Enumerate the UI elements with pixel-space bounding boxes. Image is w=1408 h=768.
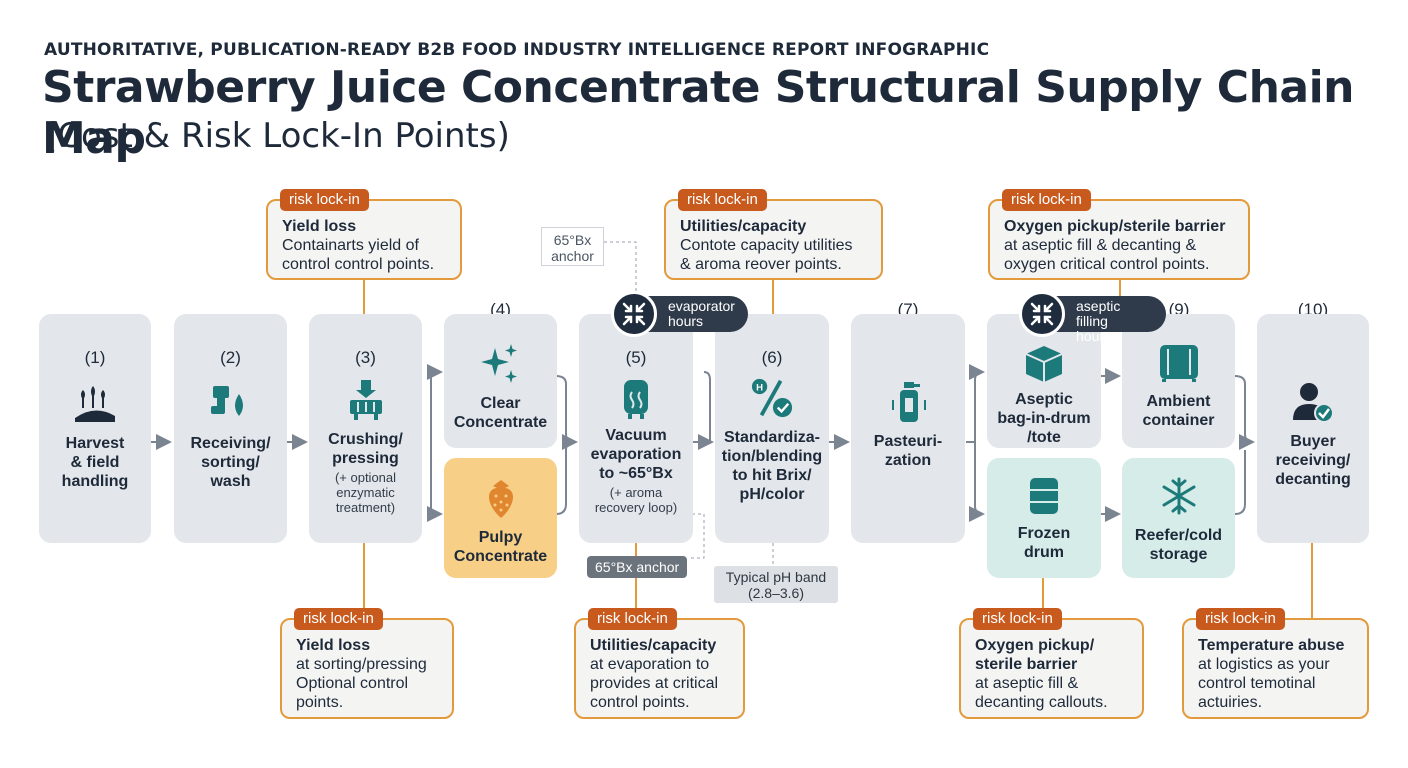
callout-body: Contote capacity utilities & aroma reove… (680, 237, 853, 273)
percent-check-icon: H (750, 376, 794, 420)
container-icon (1157, 340, 1201, 384)
stage-buyer-receiving[interactable]: Buyer receiving/ decanting (1257, 314, 1369, 543)
stage-label: Aseptic bag-in-drum /tote (997, 391, 1091, 446)
stage-label: Frozen drum (1017, 525, 1071, 561)
stage-number: (3) (355, 348, 376, 367)
callout-body: Containarts yield of control control poi… (282, 237, 435, 273)
stage-pulpy-concentrate[interactable]: Pulpy Concentrate (444, 458, 557, 578)
stage-number: (2) (220, 348, 241, 367)
stage-receiving[interactable]: (2) Receiving/ sorting/ wash (174, 314, 287, 543)
risk-tag: risk lock-in (678, 189, 767, 211)
risk-tag: risk lock-in (1002, 189, 1091, 211)
page-subtitle: (Cost & Risk Lock-In Points) (44, 116, 510, 156)
callout-heading: Oxygen pickup/ sterile barrier (975, 637, 1095, 673)
risk-tag: risk lock-in (588, 608, 677, 630)
strawberry-icon (479, 476, 523, 520)
callout-yield-loss-top: risk lock-in Yield loss Containarts yiel… (266, 189, 462, 280)
stage-note: (+ aroma recovery loop) (594, 485, 678, 515)
stage-label: Ambient container (1142, 393, 1215, 429)
compress-arrows-icon (622, 302, 646, 326)
stage-label: Pasteuri- zation (873, 433, 943, 469)
callout-heading: Temperature abuse (1198, 637, 1345, 654)
callout-heading: Oxygen pickup/sterile barrier (1004, 218, 1226, 235)
page-title: Strawberry Juice Concentrate Structural … (42, 62, 1355, 164)
stage-ambient-container[interactable]: Ambient container (1122, 314, 1235, 448)
stage-harvest[interactable]: (1) Harvest & field handling (39, 314, 151, 543)
anchor-note-bottom: 65°Bx anchor (587, 556, 688, 578)
stage-number: (1) (84, 348, 106, 367)
crop-field-icon (73, 380, 117, 424)
compress-arrows-icon (1030, 302, 1054, 326)
risk-tag: risk lock-in (973, 608, 1062, 630)
callout-body: at aseptic fill & decanting callouts. (975, 675, 1108, 711)
callout-temperature-abuse: risk lock-in Temperature abuse at logist… (1182, 608, 1369, 719)
callout-body: at sorting/pressing Optional control poi… (296, 656, 427, 711)
stage-label: Pulpy Concentrate (453, 529, 548, 565)
callout-heading: Utilities/capacity (680, 218, 807, 235)
stage-number: (6) (761, 348, 783, 367)
stage-number: (5) (625, 348, 647, 367)
stage-frozen-drum[interactable]: Frozen drum (987, 458, 1101, 578)
stage-reefer-cold-storage[interactable]: Reefer/cold storage (1122, 458, 1235, 578)
stage-pasteurization[interactable]: Pasteuri- zation (851, 314, 965, 543)
stage-label: Harvest & field handling (61, 435, 129, 490)
stage-label: Standardiza- tion/blending to hit Brix/ … (721, 429, 823, 503)
snowflake-icon (1157, 474, 1201, 518)
drum-icon (1022, 474, 1066, 518)
risk-tag: risk lock-in (1196, 608, 1285, 630)
stage-label: Vacuum evaporation to ~65°Bx (590, 427, 682, 482)
anchor-note-top: 65°Bx anchor (541, 227, 604, 266)
user-check-icon (1291, 380, 1335, 424)
callout-body: at aseptic fill & decanting & oxygen cri… (1004, 237, 1210, 273)
callout-oxygen-top: risk lock-in Oxygen pickup/sterile barri… (988, 189, 1250, 280)
evaporator-icon (614, 376, 658, 420)
stage-label: Crushing/ pressing (328, 431, 403, 467)
stage-clear-concentrate[interactable]: Clear Concentrate (444, 314, 557, 448)
bottle-icon (886, 380, 930, 424)
stage-vacuum-evaporation[interactable]: (5) Vacuum evaporation to ~65°Bx (+ arom… (579, 314, 693, 543)
stage-standardization[interactable]: (6) H Standardiza- tion/blending to hit … (715, 314, 829, 543)
stage-label: Reefer/cold storage (1134, 527, 1223, 563)
risk-tag: risk lock-in (294, 608, 383, 630)
callout-utilities-bottom: risk lock-in Utilities/capacity at evapo… (574, 608, 745, 719)
wash-drop-icon (209, 380, 253, 424)
svg-text:H: H (756, 382, 763, 393)
cost-lock-in-badge (611, 291, 657, 337)
stage-note: (+ optional enzymatic treatment) (334, 470, 397, 515)
callout-heading: Yield loss (296, 637, 371, 654)
risk-tag: risk lock-in (280, 189, 369, 211)
sparkle-icon (479, 342, 523, 386)
stage-crushing[interactable]: (3) Crushing/ pressing (+ optional enzym… (309, 314, 422, 543)
box-icon (1022, 342, 1066, 386)
callout-yield-loss-bottom: risk lock-in Yield loss at sorting/press… (280, 608, 454, 719)
report-supertitle: AUTHORITATIVE, PUBLICATION-READY B2B FOO… (44, 40, 990, 60)
stage-label: Receiving/ sorting/ wash (190, 435, 271, 490)
callout-body: at evaporation to provides at critical c… (590, 656, 719, 711)
callout-body: at logistics as your control temotinal a… (1198, 656, 1330, 711)
cost-lock-in-badge (1019, 291, 1065, 337)
callout-heading: Utilities/capacity (590, 637, 717, 654)
press-icon (344, 378, 388, 422)
callout-oxygen-bottom: risk lock-in Oxygen pickup/ sterile barr… (959, 608, 1144, 719)
stage-label: Buyer receiving/ decanting (1275, 433, 1351, 488)
callout-utilities-top: risk lock-in Utilities/capacity Contote … (664, 189, 883, 280)
ph-band-note: Typical pH band (2.8–3.6) (714, 566, 838, 603)
callout-heading: Yield loss (282, 218, 357, 235)
stage-label: Clear Concentrate (453, 395, 548, 431)
